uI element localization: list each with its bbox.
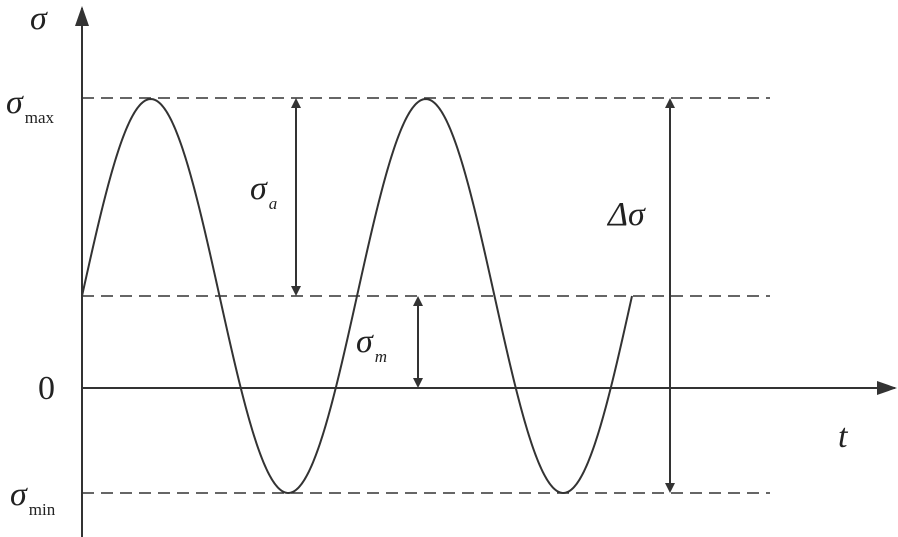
zero-label: 0 bbox=[38, 370, 55, 407]
x-axis-label: t bbox=[838, 418, 848, 455]
y-axis-label: σ bbox=[30, 0, 47, 37]
sine-wave bbox=[81, 97, 633, 495]
delta-sigma-label: Δσ bbox=[608, 196, 645, 233]
